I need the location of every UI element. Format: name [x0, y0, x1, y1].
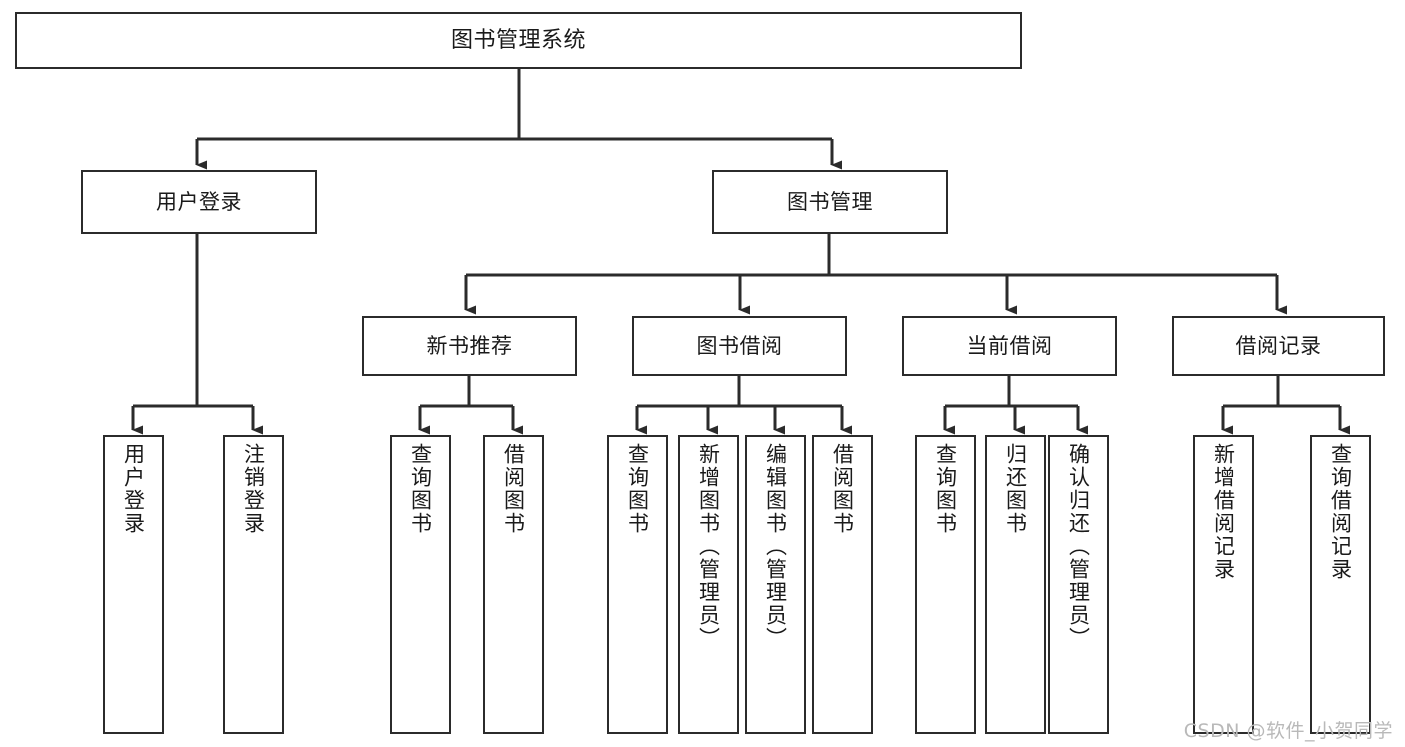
leaf-node-borrow-book-newbook[interactable]: 借阅图书	[483, 435, 544, 734]
leaf-node-return-book[interactable]: 归还图书	[985, 435, 1046, 734]
leaf-node-confirm-return-admin[interactable]: 确认归还（管理员）	[1048, 435, 1109, 734]
csdn-watermark: CSDN @软件_小贺同学	[1183, 720, 1393, 742]
leaf-node-query-book-borrow[interactable]: 查询图书	[607, 435, 668, 734]
node-label: 查询图书	[933, 443, 958, 535]
node-label: 新增借阅记录	[1211, 443, 1236, 581]
node-label: 查询借阅记录	[1328, 443, 1353, 581]
node-label: 用户登录	[156, 189, 242, 214]
node-label: 查询图书	[625, 443, 650, 535]
node-label: 新书推荐	[426, 333, 513, 358]
node-label: 借阅图书	[501, 443, 526, 535]
node-label: 当前借阅	[966, 333, 1053, 358]
node-label: 编辑图书（管理员）	[763, 443, 788, 650]
node-label: 用户登录	[121, 443, 146, 535]
node-user-login[interactable]: 用户登录	[81, 170, 317, 234]
node-book-borrowing[interactable]: 图书借阅	[632, 316, 847, 376]
leaf-node-borrow-book[interactable]: 借阅图书	[812, 435, 873, 734]
node-label: 图书管理	[787, 189, 873, 214]
leaf-node-logout[interactable]: 注销登录	[223, 435, 284, 734]
node-label: 新增图书（管理员）	[696, 443, 721, 650]
leaf-node-query-borrow-record[interactable]: 查询借阅记录	[1310, 435, 1371, 734]
node-book-management[interactable]: 图书管理	[712, 170, 948, 234]
node-new-book-recommendation[interactable]: 新书推荐	[362, 316, 577, 376]
leaf-node-add-book-admin[interactable]: 新增图书（管理员）	[678, 435, 739, 734]
node-label: 归还图书	[1003, 443, 1028, 535]
node-root-book-management-system[interactable]: 图书管理系统	[15, 12, 1022, 69]
node-current-borrowing[interactable]: 当前借阅	[902, 316, 1117, 376]
leaf-node-user-login[interactable]: 用户登录	[103, 435, 164, 734]
leaf-node-edit-book-admin[interactable]: 编辑图书（管理员）	[745, 435, 806, 734]
node-label: 确认归还（管理员）	[1066, 443, 1091, 650]
leaf-node-query-book-newbook[interactable]: 查询图书	[390, 435, 451, 734]
node-label: 查询图书	[408, 443, 433, 535]
leaf-node-add-borrow-record[interactable]: 新增借阅记录	[1193, 435, 1254, 734]
node-borrowing-records[interactable]: 借阅记录	[1172, 316, 1385, 376]
node-label: 借阅记录	[1235, 333, 1322, 358]
node-label: 图书管理系统	[450, 27, 586, 53]
node-label: 借阅图书	[830, 443, 855, 535]
leaf-node-query-book-current[interactable]: 查询图书	[915, 435, 976, 734]
node-label: 注销登录	[241, 443, 266, 535]
node-label: 图书借阅	[696, 333, 783, 358]
